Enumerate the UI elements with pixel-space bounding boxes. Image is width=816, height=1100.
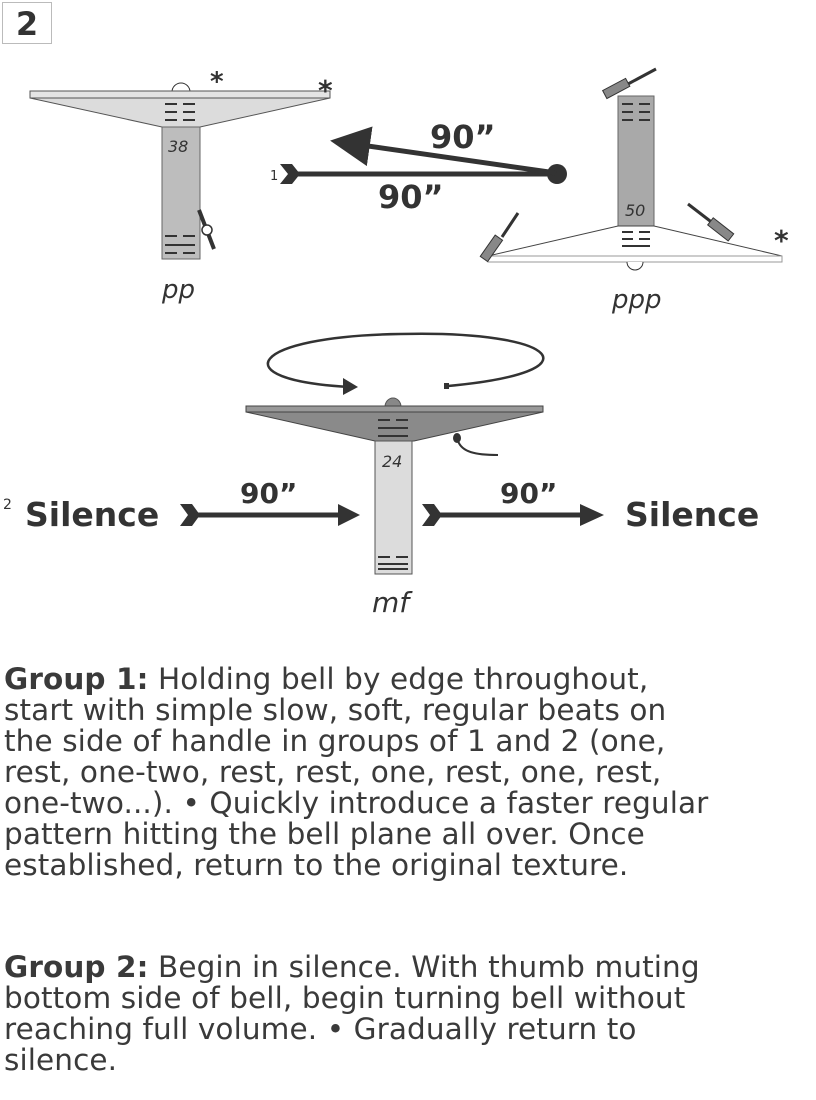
asterisk-icon: * [318,74,333,107]
mallet-icon [687,202,735,242]
group2-instructions: Group 2: Begin in silence. With thumb mu… [4,952,700,1076]
instruction-line: pattern hitting the bell plane all over.… [4,817,645,851]
instruction-line: Holding bell by edge throughout, [148,662,649,696]
group2-marker: 2 [3,497,12,513]
silence-right: Silence [625,495,759,534]
bell-number: 38 [168,137,188,156]
asterisk-icon: * [774,224,789,257]
mallet-icon [479,212,520,263]
arrow-head-icon [338,504,360,526]
silence-left: Silence [25,495,159,534]
bell-center: 24 mf [245,332,545,619]
chevron-start-icon [180,504,200,526]
bell-diagram: 38 * pp * 1 90” 90” 50 [3,67,789,619]
instruction-line: reaching full volume. • Gradually return… [4,1012,637,1046]
dynamic-ppp: ppp [611,285,662,315]
lower-duration: 90” [378,178,444,216]
section-number: 2 [2,2,52,44]
chevron-start-icon [422,504,442,526]
bell-number: 24 [382,452,402,471]
group1-marker: 1 [270,169,278,184]
dynamic-mf: mf [372,586,413,619]
rotation-arrow-icon [266,332,545,395]
group1-instructions: Group 1: Holding bell by edge throughout… [4,664,708,881]
right-duration: 90” [500,477,557,510]
group2-label: Group 2: [4,950,149,984]
bell-top-right: 50 * ppp [479,67,789,315]
arrow-head-icon [580,504,604,526]
instruction-line: Begin in silence. With thumb muting [148,950,700,984]
mallet-icon [601,67,657,100]
transition-arrows: 1 90” 90” [270,118,567,216]
instruction-line: the side of handle in groups of 1 and 2 … [4,724,666,758]
mallet-icon [197,209,216,250]
left-duration: 90” [240,477,297,510]
upper-duration: 90” [430,118,496,156]
instruction-line: start with simple slow, soft, regular be… [4,693,667,727]
instruction-line: silence. [4,1043,118,1077]
instruction-line: rest, one-two, rest, rest, one, rest, on… [4,755,662,789]
bell-top-left: 38 * pp [29,67,331,305]
instruction-line: one-two...). • Quickly introduce a faste… [4,786,709,820]
thumb-mute-icon [453,433,499,456]
bell-number: 50 [625,201,645,220]
instruction-line: bottom side of bell, begin turning bell … [4,981,686,1015]
group1-label: Group 1: [4,662,149,696]
dynamic-pp: pp [161,275,195,305]
instruction-line: established, return to the original text… [4,848,629,882]
asterisk-icon: * [210,67,224,97]
chevron-start-icon [280,164,300,184]
